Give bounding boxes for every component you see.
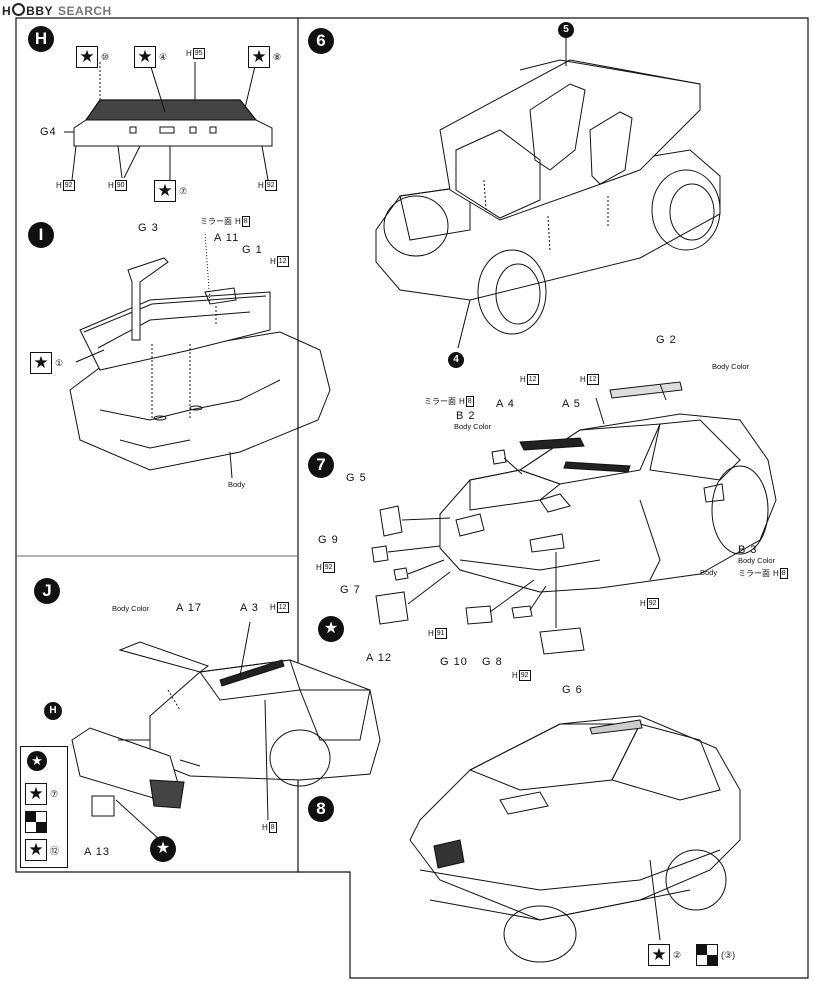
star-badge-a12: ★ (318, 616, 344, 642)
part-b3: B 3 (738, 544, 758, 556)
paint-badge-2: ★ ② (648, 944, 681, 966)
part-b2: B 2 (456, 410, 476, 422)
label-body-7: Body (700, 568, 718, 577)
part-g2: G 2 (656, 334, 677, 346)
part-g6: G 6 (562, 684, 583, 696)
part-a3: A 3 (240, 602, 259, 614)
star-icon: ★ (79, 47, 95, 66)
star-icon: ★ (28, 840, 44, 859)
car-front-drawing (371, 381, 777, 655)
part-g8: G 8 (482, 656, 503, 668)
part-a13: A 13 (84, 846, 111, 858)
label-body-i: Body (228, 480, 246, 489)
paint-legend-j: ★ ★ ⑦ ★ ⑫ (20, 746, 68, 868)
part-a12: A 12 (366, 652, 393, 664)
paint-badge-4: ★ ④ (134, 46, 167, 68)
paint-badge-3: (③) (696, 944, 735, 966)
callout-4: 4 (448, 352, 464, 368)
step-6-marker: 6 (308, 28, 334, 54)
star-icon: ★ (33, 353, 49, 372)
paint-badge-7: ★ ⑦ (154, 180, 187, 202)
body-color-b2: Body Color (454, 422, 492, 431)
part-g9: G 9 (318, 534, 339, 546)
star-icon: ★ (137, 47, 153, 66)
step-i-marker: I (28, 222, 54, 248)
star-circle-icon: ★ (150, 836, 176, 862)
body-interior-drawing (69, 231, 331, 479)
star-circle-icon: ★ (27, 751, 47, 771)
checker-icon (696, 944, 718, 966)
part-g1: G 1 (242, 244, 263, 256)
star-badge-a13: ★ (150, 836, 176, 862)
paint-badge-10: ★ ⑩ (76, 46, 109, 68)
legend-badge-7: ★ ⑦ (25, 783, 58, 805)
rear-panel-drawing (64, 62, 273, 181)
paint-badge-1: ★ ① (30, 352, 63, 374)
part-g5: G 5 (346, 472, 367, 484)
checker-icon (25, 811, 47, 833)
ref-h-marker: H (44, 702, 62, 720)
watermark-search: SEARCH (58, 3, 112, 18)
part-a17: A 17 (176, 602, 203, 614)
part-g7: G 7 (340, 584, 361, 596)
car-complete-drawing (409, 715, 741, 963)
step-h-marker: H (28, 26, 54, 52)
right-panel-border (298, 17, 809, 979)
chassis-drawing (375, 38, 721, 349)
part-g10: G 10 (440, 656, 468, 668)
legend-badge-12: ★ ⑫ (25, 839, 59, 861)
part-a5: A 5 (562, 398, 581, 410)
step-8-marker: 8 (308, 796, 334, 822)
body-color-g2: Body Color (712, 362, 750, 371)
star-icon: ★ (651, 945, 667, 964)
car-rear-drawing (71, 621, 381, 841)
star-circle-icon: ★ (318, 616, 344, 642)
paint-badge-8: ★ ⑧ (248, 46, 281, 68)
step-7-marker: 7 (308, 452, 334, 478)
part-g4: G4 (40, 126, 57, 138)
body-color-a17: Body Color (112, 604, 150, 613)
star-icon: ★ (28, 784, 44, 803)
body-color-b3: Body Color (738, 556, 776, 565)
part-a11: A 11 (214, 232, 240, 244)
callout-5: 5 (558, 22, 574, 38)
star-icon: ★ (251, 47, 267, 66)
part-g3: G 3 (138, 222, 159, 234)
star-icon: ★ (157, 181, 173, 200)
watermark-o-icon (12, 3, 26, 16)
part-a4: A 4 (496, 398, 515, 410)
step-j-marker: J (34, 578, 60, 604)
